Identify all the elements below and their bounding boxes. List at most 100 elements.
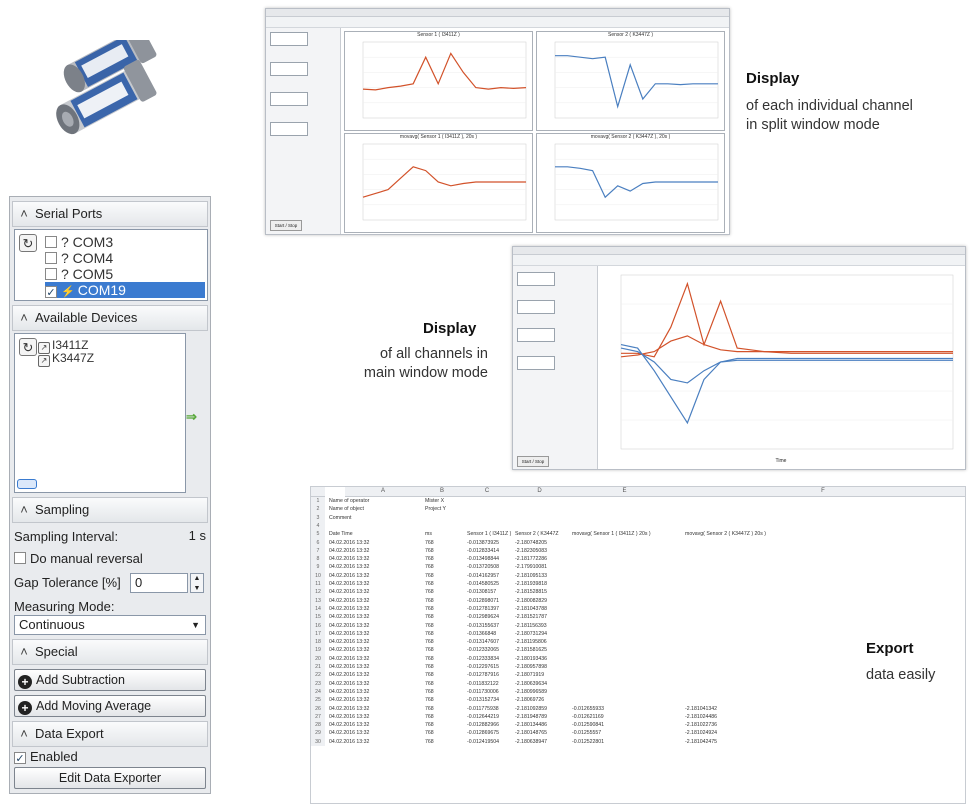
column-header[interactable]: D	[511, 487, 568, 497]
table-cell[interactable]: -2.181041342	[685, 705, 718, 712]
table-cell[interactable]: -2.180639634	[515, 680, 548, 687]
serial-ports-header[interactable]: ˄Serial Ports	[12, 201, 208, 227]
table-cell[interactable]: -2.180731294	[515, 630, 548, 637]
channel-thumb[interactable]	[517, 328, 555, 342]
table-cell[interactable]: -0.011730006	[467, 688, 499, 695]
table-cell[interactable]: 04.02.2016 13:32	[329, 589, 370, 596]
table-cell[interactable]: -0.012869675	[467, 730, 500, 737]
table-cell[interactable]: -0.012590841	[572, 722, 605, 729]
table-cell[interactable]: -2.179910081	[515, 564, 548, 571]
table-cell[interactable]: movavg( Sensor 2 ( K3447Z ) 20s )	[685, 531, 767, 538]
table-cell[interactable]: -0.013873925	[467, 539, 500, 546]
table-cell[interactable]: 04.02.2016 13:32	[329, 622, 370, 629]
table-cell[interactable]: 768	[425, 672, 434, 679]
port-item-com3[interactable]: ? COM3	[45, 234, 113, 250]
table-cell[interactable]: Date Time	[329, 531, 353, 538]
table-cell[interactable]: -2.181521787	[515, 614, 548, 621]
table-cell[interactable]: -0.012522801	[572, 738, 605, 745]
table-cell[interactable]: 04.02.2016 13:32	[329, 713, 370, 720]
table-cell[interactable]: -0.011832122	[467, 680, 499, 687]
available-devices-header[interactable]: ˄Available Devices	[12, 305, 208, 331]
table-cell[interactable]: -2.181528815	[515, 589, 548, 596]
channel-thumb[interactable]	[517, 356, 555, 370]
table-cell[interactable]: -2.181022736	[685, 722, 718, 729]
table-cell[interactable]: 768	[425, 547, 434, 554]
table-cell[interactable]: -2.181772286	[515, 556, 548, 563]
table-cell[interactable]: -2.18071919	[515, 672, 545, 679]
table-cell[interactable]: -2.181092859	[515, 705, 548, 712]
table-cell[interactable]: movavg( Sensor 1 ( I3411Z ) 20s )	[572, 531, 651, 538]
table-cell[interactable]: -0.013720508	[467, 564, 500, 571]
table-cell[interactable]: -0.012655933	[572, 705, 605, 712]
table-cell[interactable]: -2.180134486	[515, 722, 548, 729]
port-checkbox[interactable]	[45, 236, 57, 248]
table-cell[interactable]: 04.02.2016 13:32	[329, 639, 370, 646]
gap-tolerance-input[interactable]: 0	[130, 573, 188, 593]
port-checkbox[interactable]	[45, 268, 57, 280]
table-cell[interactable]: -2.181195806	[515, 639, 547, 646]
table-cell[interactable]: -2.180957898	[515, 664, 548, 670]
table-cell[interactable]: 768	[425, 614, 434, 621]
table-cell[interactable]: 768	[425, 664, 434, 670]
table-cell[interactable]: -0.012621169	[572, 713, 604, 720]
channel-thumb[interactable]	[270, 62, 308, 76]
table-cell[interactable]: -2.181043788	[515, 605, 548, 612]
table-cell[interactable]: 04.02.2016 13:32	[329, 581, 370, 587]
table-cell[interactable]: 04.02.2016 13:32	[329, 688, 370, 695]
table-cell[interactable]: 04.02.2016 13:32	[329, 572, 370, 579]
column-header[interactable]	[311, 487, 325, 497]
table-cell[interactable]: -0.01308157	[467, 589, 497, 596]
table-cell[interactable]: 768	[425, 697, 434, 704]
add-subtraction-button[interactable]: +Add Subtraction	[14, 669, 206, 691]
scroll-indicator[interactable]	[17, 479, 37, 489]
edit-data-exporter-button[interactable]: Edit Data Exporter	[14, 767, 206, 789]
column-header[interactable]: B	[421, 487, 463, 497]
serial-ports-list[interactable]: ↻ ? COM3 ? COM4 ? COM5 ✓⚡COM19	[14, 229, 208, 301]
gap-tolerance-spinner-icon[interactable]: ▲▼	[190, 573, 204, 593]
channel-thumb[interactable]	[517, 272, 555, 286]
table-cell[interactable]: 04.02.2016 13:32	[329, 738, 370, 745]
table-cell[interactable]: ms	[425, 531, 432, 538]
table-cell[interactable]: 768	[425, 589, 434, 596]
table-cell[interactable]: 04.02.2016 13:32	[329, 722, 370, 729]
refresh-ports-icon[interactable]: ↻	[19, 234, 37, 252]
table-cell[interactable]: 04.02.2016 13:32	[329, 539, 370, 546]
table-cell[interactable]: -2.180748205	[515, 539, 548, 546]
table-cell[interactable]: -2.180638947	[515, 738, 548, 745]
table-cell[interactable]: -0.012332065	[467, 647, 500, 654]
start-stop-button[interactable]: Start / Stop	[517, 456, 549, 467]
table-cell[interactable]: -0.012882966	[467, 722, 500, 729]
meta-value[interactable]: Project Y	[425, 506, 446, 513]
channel-thumb[interactable]	[270, 92, 308, 106]
table-cell[interactable]: -2.180193436	[515, 655, 548, 662]
table-cell[interactable]: 04.02.2016 13:32	[329, 547, 370, 554]
table-cell[interactable]: 04.02.2016 13:32	[329, 630, 370, 637]
meta-label[interactable]: Comment	[329, 514, 352, 521]
channel-thumb[interactable]	[517, 300, 555, 314]
table-cell[interactable]: 04.02.2016 13:32	[329, 614, 370, 621]
table-cell[interactable]: 04.02.2016 13:32	[329, 730, 370, 737]
table-cell[interactable]: 768	[425, 730, 434, 737]
table-cell[interactable]: 768	[425, 705, 434, 712]
table-cell[interactable]: 768	[425, 647, 434, 654]
port-checkbox[interactable]	[45, 252, 57, 264]
table-cell[interactable]: -2.181156393	[515, 622, 547, 629]
table-cell[interactable]: -0.01255557	[572, 730, 602, 737]
column-header[interactable]: F	[681, 487, 965, 497]
table-cell[interactable]: 768	[425, 597, 434, 604]
table-cell[interactable]: -0.013155637	[467, 622, 500, 629]
table-cell[interactable]: 768	[425, 539, 434, 546]
table-cell[interactable]: -2.180996589	[515, 688, 548, 695]
export-enabled-checkbox[interactable]: ✓	[14, 752, 26, 765]
table-cell[interactable]: -0.012419504	[467, 738, 500, 745]
table-cell[interactable]: 768	[425, 738, 434, 745]
manual-reversal-toggle[interactable]: Do manual reversal	[14, 551, 143, 566]
available-devices-list[interactable]: ↻ ↗I3411Z ↗K3447Z	[14, 333, 186, 493]
table-cell[interactable]: -2.182305083	[515, 547, 548, 554]
table-cell[interactable]: 768	[425, 713, 434, 720]
table-cell[interactable]: 768	[425, 556, 434, 563]
port-item-com19[interactable]: ✓⚡COM19	[45, 282, 205, 299]
table-cell[interactable]: 768	[425, 688, 434, 695]
start-stop-button[interactable]: Start / Stop	[270, 220, 302, 231]
meta-label[interactable]: Name of operator	[329, 498, 370, 504]
